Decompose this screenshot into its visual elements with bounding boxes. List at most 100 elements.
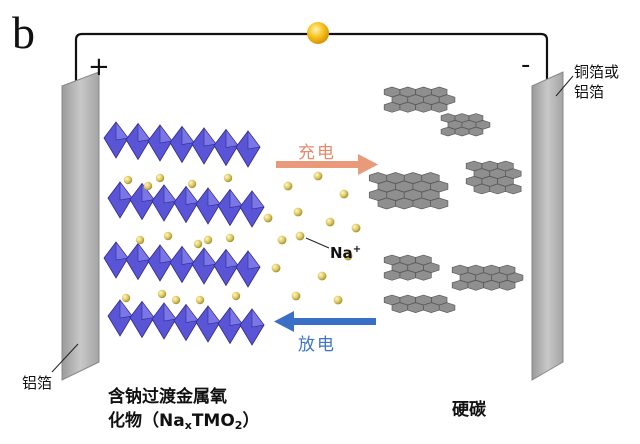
sodium-ion [223,173,233,183]
carbon-hexagon [407,302,424,313]
charge-label: 充电 [298,143,336,163]
carbon-hexagon [499,280,516,291]
sodium-ion-charge: + [352,244,362,255]
octahedron-face [185,303,199,323]
carbon-sheet [451,264,524,291]
carbon-hexagon [412,197,431,210]
octahedron-face [159,244,173,264]
cathode-label-line2: 化物（NaxTMO2） [108,409,259,438]
carbon-hexagon [399,101,416,113]
carbon-sheet [383,86,456,113]
octahedron-face [115,121,129,141]
sodium-ion [293,207,303,217]
hard-carbon [368,86,524,313]
sodium-ion-label: Na+ [330,244,361,262]
octahedron-face [185,185,199,205]
carbon-hexagon [415,270,432,281]
sodium-ion [157,289,167,299]
sodium-ion [313,171,323,181]
octahedron-face [159,124,173,144]
sodium-ion [333,295,343,305]
octahedron-face [119,181,133,201]
cathode-label: 含钠过渡金属氧 化物（NaxTMO2） [108,385,259,438]
carbon-hexagon [489,183,506,195]
octahedron-face [203,247,217,267]
cathode-label-line1: 含钠过渡金属氧 [108,387,227,407]
sodium-ion [163,231,173,241]
sodium-ion [351,223,361,233]
carbon-hexagon [468,126,484,137]
octahedron-face [119,299,133,319]
carbon-sheet [440,113,491,137]
octahedron-face [225,248,239,268]
panel-label: b [12,7,35,58]
carbon-hexagon [440,126,456,137]
carbon-hexagon [473,183,490,195]
octahedron-face [163,184,177,204]
cathode-formula-subscript-2: 2 [234,419,243,432]
sodium-ion [187,179,197,189]
octahedron-face [181,245,195,265]
carbon-hexagon [430,197,449,210]
octahedron-face [229,306,243,326]
sodium-ion [277,235,287,245]
sodium-ion [155,173,165,183]
carbon-hexagon [415,101,432,113]
sodium-ion [195,295,205,305]
sodium-ion [295,231,305,241]
sodium-ion [343,251,353,261]
cathode-formula-mid: TMO [191,411,235,431]
sodium-ion [231,291,241,301]
carbon-hexagon [395,197,414,210]
carbon-hexagon [383,101,401,113]
carbon-hexagon [483,280,500,291]
carbon-sheet [465,160,522,195]
carbon-sheet [368,172,449,210]
cathode-layers [103,121,265,346]
right-collector-label-line1: 铜箔或 [574,63,620,81]
sodium-ion [317,271,327,281]
sodium-ion [143,181,153,191]
sodium-ion [135,235,145,245]
carbon-hexagon [438,302,456,313]
octahedron-face [207,305,221,325]
light-bulb [307,22,329,44]
carbon-hexagon [467,280,484,291]
sodium-ion [283,181,293,191]
octahedron-face [115,241,129,261]
octahedron-face [247,130,261,150]
sodium-ion [203,235,213,245]
carbon-hexagon [383,270,401,281]
charge-arrow [276,154,378,175]
sodium-ion [225,233,235,243]
left-current-collector [61,71,100,381]
octahedron-face [247,250,261,270]
sodium-ion [291,291,301,301]
left-collector-leader [51,343,79,373]
positive-terminal-label: + [88,52,110,82]
carbon-hexagon [454,126,470,137]
cathode-formula-subscript-x: x [184,419,192,432]
right-current-collector [531,71,564,381]
anode-label: 硬碳 [452,400,486,420]
sodium-ion [339,189,349,199]
carbon-hexagon [505,183,522,195]
sodium-ion [121,293,131,303]
octahedron-face [207,187,221,207]
negative-terminal-label: - [521,50,531,80]
octahedron-face [229,188,243,208]
carbon-hexagon [377,197,396,210]
sodium-ion [263,213,273,223]
carbon-hexagon [451,280,469,291]
sodium-ion [171,295,181,305]
right-collector-label: 铜箔或 铝箔 [574,62,619,102]
cathode-formula-prefix: 化物（Na [108,411,185,431]
carbon-hexagon [423,302,440,313]
left-collector-label: 铝箔 [22,374,53,392]
right-collector-leader [555,75,574,97]
octahedron-face [141,300,155,320]
sodium-ion [123,175,133,185]
carbon-hexagon [399,270,416,281]
octahedron-face [203,127,217,147]
